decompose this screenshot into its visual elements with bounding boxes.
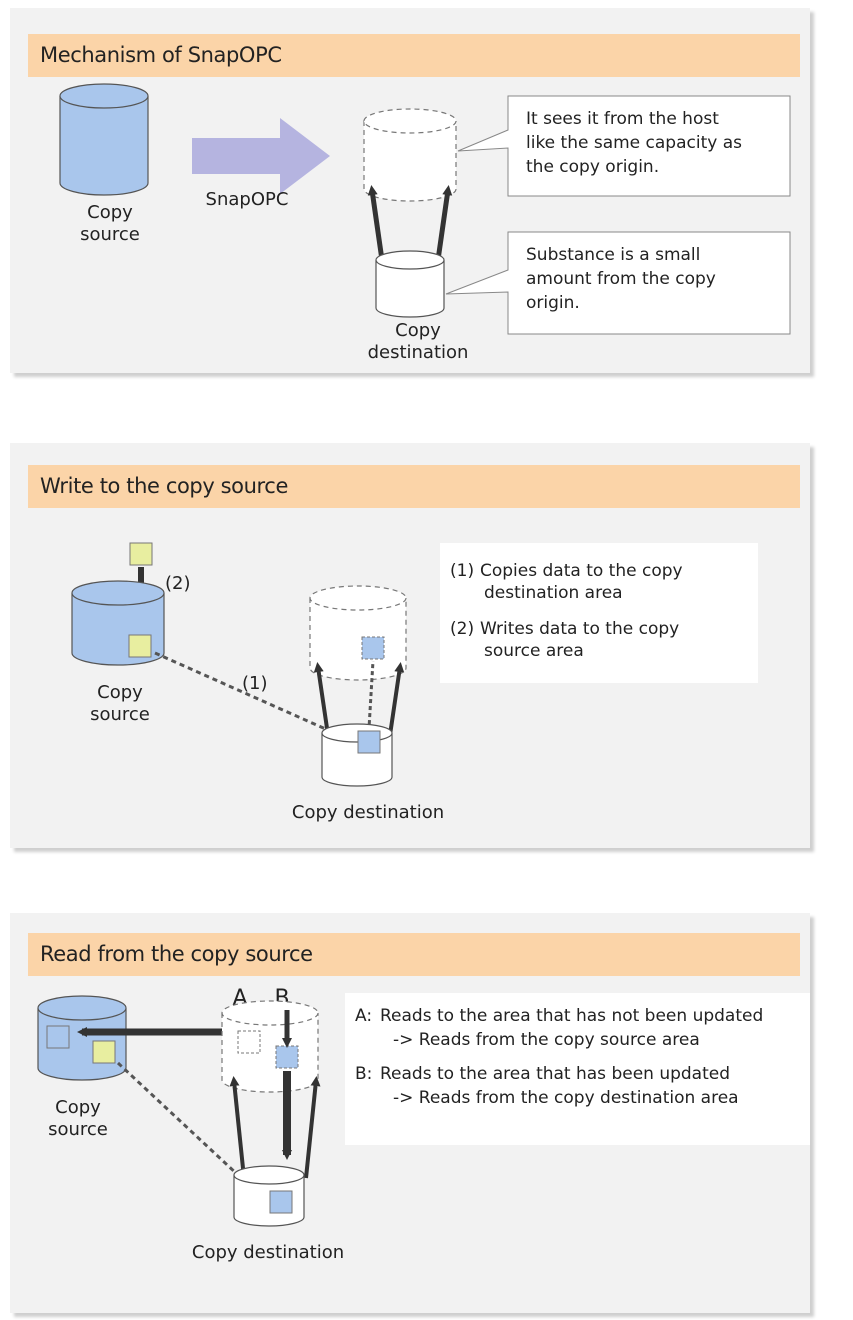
mechanism-diagram: Copy source SnapOPC Copy destination It …: [59, 83, 791, 363]
callout-capacity: It sees it from the host like the same c…: [457, 95, 791, 197]
virtual-data-block: [361, 636, 385, 660]
dest-label-line2: destination: [368, 342, 469, 363]
legend-1-line2: destination area: [484, 583, 623, 603]
callout-substance-line1: Substance is a small: [526, 245, 700, 265]
read-source-block-blue: [46, 1025, 70, 1049]
source-data-block: [128, 634, 152, 658]
read-dest-label: Copy destination: [192, 1242, 344, 1263]
dest-data-block: [357, 730, 381, 754]
write-title: Write to the copy source: [28, 465, 800, 508]
callout-capacity-line2: like the same capacity as: [526, 133, 742, 153]
write-source-label-line1: Copy: [97, 682, 143, 703]
read-title: Read from the copy source: [28, 933, 800, 976]
up-arrow-left: [367, 185, 385, 261]
callout-substance-line2: amount from the copy: [526, 269, 716, 289]
mechanism-panel: Mechanism of SnapOPC Copy source SnapOPC: [10, 8, 810, 373]
dest-label-line1: Copy: [395, 320, 441, 341]
read-legend-a-line1: Reads to the area that has not been upda…: [380, 1006, 763, 1026]
read-legend-a-mark: A:: [355, 1006, 372, 1026]
copy-source-cylinder: [59, 83, 149, 196]
source-label-line1: Copy: [87, 202, 133, 223]
snapopc-arrow-label: SnapOPC: [206, 189, 289, 210]
legend-2-mark: (2): [450, 619, 474, 639]
read-source-label-line1: Copy: [55, 1097, 101, 1118]
snapopc-arrow: [192, 118, 330, 194]
incoming-data-block: [129, 542, 153, 566]
read-virtual-empty-block: [237, 1030, 261, 1054]
step1-marker: (1): [242, 673, 268, 694]
read-legend-b-line1: Reads to the area that has been updated: [380, 1064, 730, 1084]
write-up-arrow-right: [388, 662, 405, 736]
read-diagram: A B Copy source: [37, 986, 810, 1263]
step2-marker: (2): [165, 573, 191, 594]
mechanism-title: Mechanism of SnapOPC: [28, 34, 800, 77]
write-dest-label: Copy destination: [292, 802, 444, 823]
read-source-label-line2: source: [48, 1119, 108, 1140]
callout-substance-line3: origin.: [526, 293, 580, 313]
write-legend-box: [440, 543, 758, 683]
virtual-destination-cylinder: [363, 108, 457, 202]
write-source-label-line2: source: [90, 704, 150, 725]
read-dotted-arrow: [116, 1061, 272, 1207]
read-legend-b-line2: -> Reads from the copy destination area: [393, 1088, 739, 1108]
read-source-block-yellow: [92, 1040, 116, 1064]
write-diagram: (2) Copy source (1) Copy destination: [71, 542, 758, 823]
read-destination-cylinder: [233, 1165, 305, 1227]
callout-capacity-line1: It sees it from the host: [526, 109, 719, 129]
copy-destination-cylinder: [375, 250, 445, 318]
read-up-arrow-left: [229, 1076, 246, 1179]
write-panel: Write to the copy source (2) Copy source…: [10, 443, 810, 848]
callout-substance: Substance is a small amount from the cop…: [445, 231, 791, 335]
read-virtual-blue-block: [275, 1045, 299, 1069]
read-legend-a-line2: -> Reads from the copy source area: [393, 1030, 700, 1050]
read-virtual-cylinder: [221, 1000, 319, 1093]
write-destination-cylinder: [321, 723, 393, 787]
legend-1-line1: Copies data to the copy: [480, 561, 683, 581]
up-arrow-right: [435, 185, 453, 261]
source-label-line2: source: [80, 224, 140, 245]
write-up-arrow-left: [313, 662, 330, 736]
read-dest-block: [269, 1190, 293, 1214]
legend-2-line2: source area: [484, 641, 584, 661]
read-up-arrow-right: [304, 1076, 321, 1179]
legend-1-mark: (1): [450, 561, 474, 581]
read-panel: Read from the copy source A B Copy sourc…: [10, 913, 810, 1313]
callout-capacity-line3: the copy origin.: [526, 157, 659, 177]
read-legend-b-mark: B:: [355, 1064, 372, 1084]
write-virtual-cylinder: [309, 585, 407, 681]
read-legend-box: [345, 993, 810, 1145]
legend-2-line1: Writes data to the copy: [480, 619, 679, 639]
